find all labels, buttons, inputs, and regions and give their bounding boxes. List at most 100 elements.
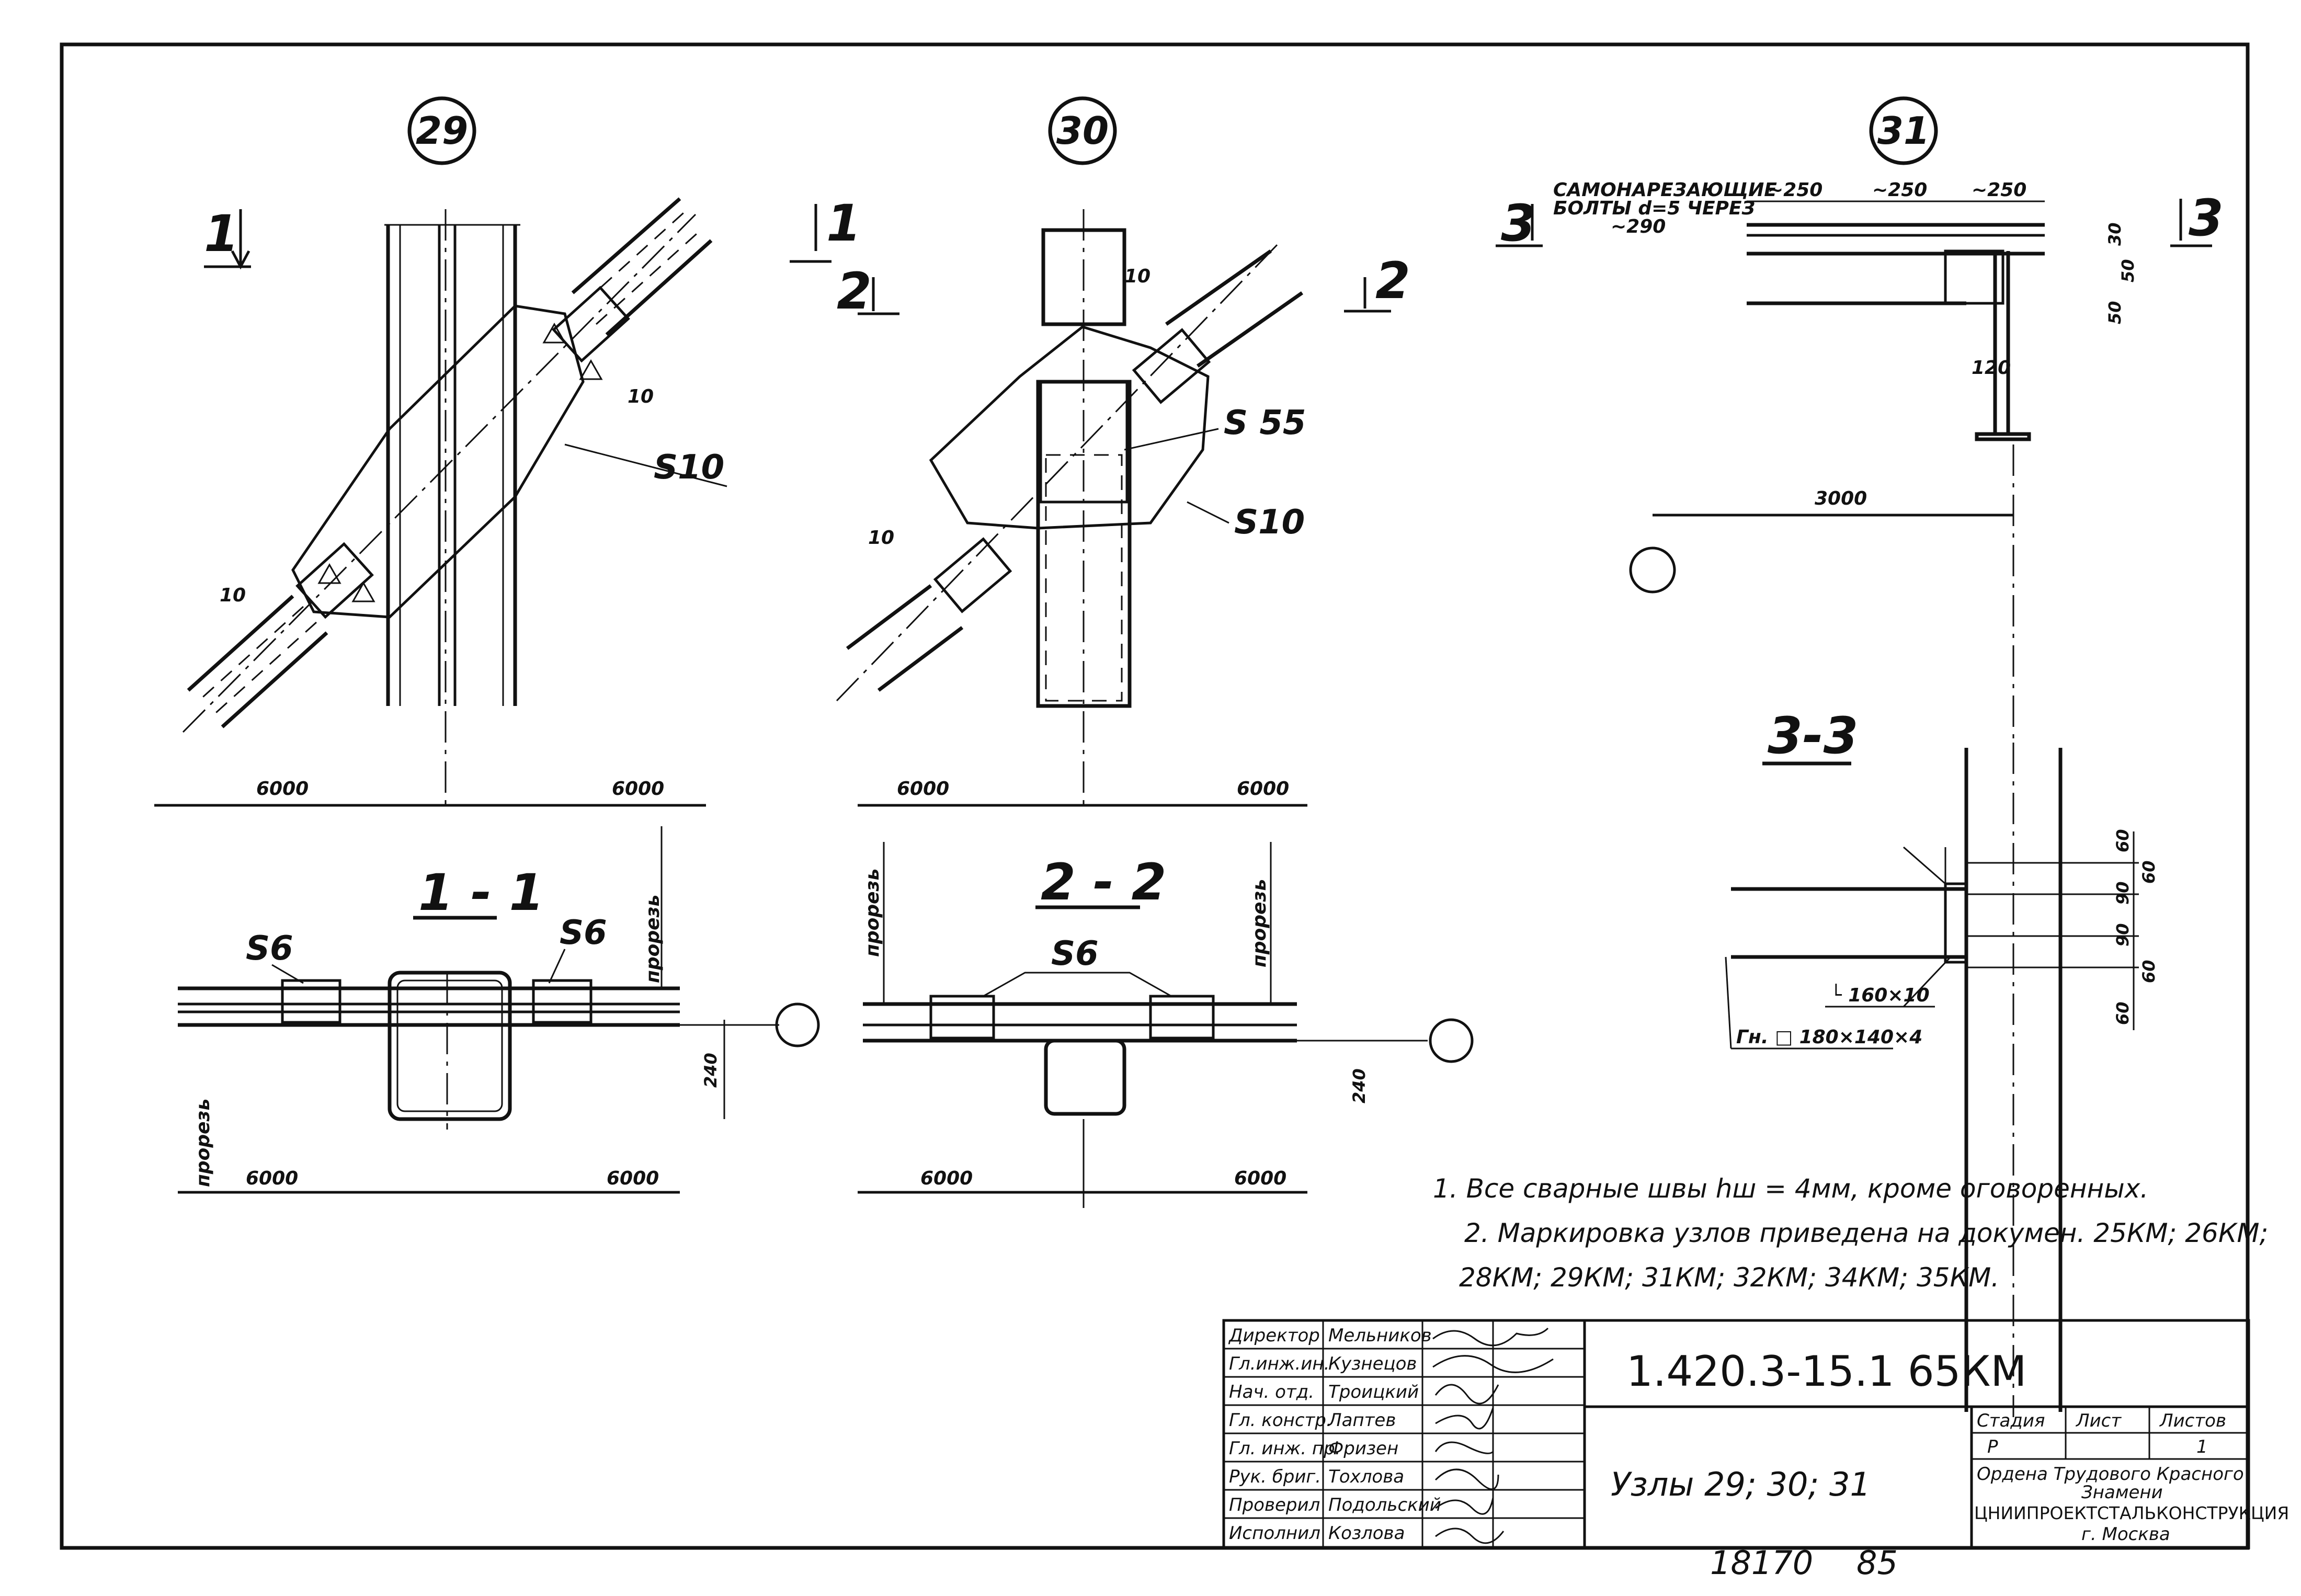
d60-c: 60 bbox=[2139, 860, 2159, 884]
document-code: 1.420.3-15.1 65КМ bbox=[1626, 1347, 2026, 1396]
name-4: Фризен bbox=[1328, 1438, 1398, 1459]
plate-label-s6: S6 bbox=[1051, 934, 1099, 973]
name-7: Козлова bbox=[1328, 1523, 1405, 1544]
d90-a: 90 bbox=[2113, 881, 2133, 905]
cut-label-2-left: прорезь bbox=[862, 869, 883, 957]
height-240-b: 240 bbox=[1349, 1068, 1369, 1103]
role-7: Исполнил bbox=[1229, 1523, 1320, 1544]
detail-30-circle bbox=[1048, 96, 1117, 165]
inventory-number: 18170 bbox=[1710, 1544, 1813, 1582]
spacing-3: ~250 bbox=[1972, 179, 2026, 201]
gusset-plate-30 bbox=[929, 325, 1210, 530]
footer-number: 85 bbox=[1856, 1544, 1898, 1582]
cut-label-2-right: прорезь bbox=[1249, 879, 1270, 967]
signatures bbox=[1432, 1327, 1554, 1544]
name-2: Троицкий bbox=[1328, 1382, 1419, 1403]
note-1: 1. Все сварные швы hш = 4мм, кроме огово… bbox=[1433, 1173, 2148, 1204]
detail-29: 29 1 bbox=[154, 96, 727, 811]
detail-29-circle bbox=[407, 96, 476, 165]
weld-size-29: 10 bbox=[628, 386, 654, 407]
role-5: Рук. бриг. bbox=[1229, 1466, 1321, 1487]
note-2: 2. Маркировка узлов приведена на докумен… bbox=[1464, 1218, 2268, 1248]
note-3: 28КМ; 29КМ; 31КМ; 32КМ; 34КМ; 35КМ. bbox=[1459, 1262, 1999, 1293]
dim-29-left: 6000 bbox=[256, 778, 309, 800]
d60-b: 60 bbox=[2113, 1001, 2133, 1025]
section-2-2-title: 2 - 2 bbox=[1041, 853, 1166, 911]
name-5: Тохлова bbox=[1328, 1466, 1404, 1487]
material-s10-30: S10 bbox=[1234, 503, 1305, 542]
role-4: Гл. инж. пр. bbox=[1229, 1438, 1340, 1459]
section-mark-2b: 2 bbox=[1375, 252, 1410, 310]
dim-1-1-right: 6000 bbox=[607, 1168, 659, 1189]
role-1: Гл.инж.ин. bbox=[1229, 1353, 1329, 1374]
detail-31: 31 САМОНАРЕЗАЮЩИЕ БОЛТЫ d=5 ЧЕРЕЗ ~290 3… bbox=[1496, 96, 2224, 743]
column-30 bbox=[1036, 209, 1132, 811]
notes-block: 1. Все сварные швы hш = 4мм, кроме огово… bbox=[1433, 1173, 2268, 1293]
plate-s6-left bbox=[281, 979, 341, 1024]
detail-29-number: 29 bbox=[416, 109, 468, 153]
detail-30: 30 1 2 2 S 55 S10 10 bbox=[790, 96, 1410, 811]
name-6: Подольский bbox=[1328, 1495, 1441, 1515]
plate-s6-a bbox=[929, 995, 995, 1040]
plate-label-s6-right: S6 bbox=[560, 914, 607, 952]
cut-label-right: прорезь bbox=[642, 895, 664, 983]
org-line-1: Ордена Трудового Красного bbox=[1977, 1464, 2244, 1485]
weld-size-30a: 10 bbox=[1124, 266, 1150, 287]
bolt-note-l3: ~290 bbox=[1611, 216, 1666, 237]
role-3: Гл. констр. bbox=[1229, 1410, 1332, 1431]
cut-label-left: прорезь bbox=[192, 1099, 214, 1187]
detail-30-number: 30 bbox=[1056, 109, 1109, 153]
detail-31-number: 31 bbox=[1877, 109, 1930, 153]
role-0: Директор bbox=[1228, 1325, 1320, 1346]
section-3-3-title: 3-3 bbox=[1768, 706, 1858, 765]
spacing-1: ~250 bbox=[1768, 179, 1822, 201]
dim-30-v: 30 bbox=[2105, 222, 2125, 246]
angle-160x10 bbox=[1944, 882, 1968, 964]
d60-a: 60 bbox=[2113, 829, 2133, 852]
dim-2-2-left: 6000 bbox=[920, 1168, 973, 1189]
col-stage: Стадия bbox=[1977, 1410, 2045, 1431]
section-3-3: 3-3 60 90 90 60 60 60 └ 160×10 Гн. □ 180… bbox=[1725, 706, 2159, 1417]
name-1: Кузнецов bbox=[1328, 1353, 1417, 1374]
dim-50a-v: 50 bbox=[2118, 259, 2138, 282]
brace-29 bbox=[182, 197, 713, 733]
role-6: Проверил bbox=[1229, 1495, 1320, 1515]
span-3000: 3000 bbox=[1815, 488, 1867, 509]
stage-value: Р bbox=[1987, 1437, 1998, 1457]
name-3: Лаптев bbox=[1327, 1410, 1396, 1431]
plate-s6-right bbox=[532, 979, 593, 1024]
name-0: Мельников bbox=[1328, 1325, 1432, 1346]
weld-size-30b: 10 bbox=[868, 527, 894, 549]
dim-2-2-right: 6000 bbox=[1234, 1168, 1286, 1189]
org-line-3: ЦНИИПРОЕКТСТАЛЬКОНСТРУКЦИЯ bbox=[1974, 1503, 2289, 1523]
title-block-rows bbox=[1224, 1348, 1585, 1519]
weld-size-29b: 10 bbox=[220, 585, 246, 606]
dim-120: 120 bbox=[1972, 357, 2011, 379]
section-1-1: 1 - 1 S6 S6 прорезь прорезь 240 6000 600… bbox=[178, 826, 820, 1194]
dim-50b-v: 50 bbox=[2105, 301, 2125, 324]
column-section-2-2 bbox=[1044, 1039, 1126, 1116]
dim-30-right: 6000 bbox=[1237, 778, 1289, 800]
axis-bubble-2-2 bbox=[1429, 1018, 1474, 1063]
org-line-4: г. Москва bbox=[2081, 1524, 2170, 1545]
sheets-value: 1 bbox=[2196, 1437, 2208, 1457]
d90-b: 90 bbox=[2113, 923, 2133, 947]
d60-d: 60 bbox=[2139, 960, 2159, 983]
sheet-frame bbox=[60, 42, 2250, 1550]
axis-bubble-31 bbox=[1629, 546, 1676, 594]
sheet-title: Узлы 29; 30; 31 bbox=[1611, 1465, 1871, 1503]
section-mark-2a: 2 bbox=[837, 262, 872, 321]
section-2-2: 2 - 2 S6 прорезь прорезь 240 6000 6000 bbox=[858, 842, 1474, 1208]
material-s10-29: S10 bbox=[654, 448, 724, 487]
dim-29-right: 6000 bbox=[612, 778, 664, 800]
detail-31-circle bbox=[1869, 96, 1938, 165]
angle-label: └ 160×10 bbox=[1830, 984, 1930, 1006]
dim-30-left: 6000 bbox=[897, 778, 949, 800]
plate-s6-b bbox=[1149, 995, 1215, 1040]
spacing-2: ~250 bbox=[1872, 179, 1927, 201]
bolt-note-l1: САМОНАРЕЗАЮЩИЕ bbox=[1553, 179, 1777, 201]
dim-1-1-left: 6000 bbox=[246, 1168, 298, 1189]
height-240-a: 240 bbox=[701, 1053, 721, 1088]
col-sheet: Лист bbox=[2075, 1410, 2122, 1431]
